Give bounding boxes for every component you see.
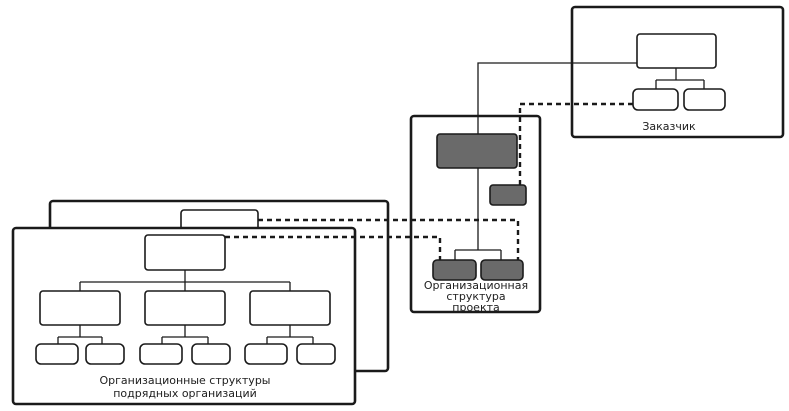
customer-child-node xyxy=(632,88,679,111)
contractor-mid-node xyxy=(249,290,331,326)
contractor-leaf-node xyxy=(244,343,288,365)
contractor-leaf-node xyxy=(191,343,231,365)
project-label-line-2: структура xyxy=(446,290,505,303)
contractors-label-line-1: Организационные структуры xyxy=(100,374,271,387)
project-child-node xyxy=(480,259,524,281)
contractor-leaf-node xyxy=(35,343,79,365)
contractor-top-node xyxy=(144,234,226,271)
project-top-node xyxy=(436,133,518,169)
contractors-label-line-2: подрядных организаций xyxy=(113,387,257,400)
contractor-leaf-node xyxy=(85,343,125,365)
customer-top-node xyxy=(636,33,717,69)
project-child-node xyxy=(432,259,477,281)
project-side-node xyxy=(489,184,527,206)
customer-child-node xyxy=(683,88,726,111)
project-label-line-1: Организационная xyxy=(424,279,528,292)
contractor-leaf-node xyxy=(296,343,336,365)
contractor-mid-node xyxy=(39,290,121,326)
contractor-mid-node xyxy=(144,290,226,326)
customer-label: Заказчик xyxy=(642,120,696,133)
customer-frame xyxy=(570,5,785,139)
project-label-line-3: проекта xyxy=(452,301,499,314)
customer-project-dashed-link xyxy=(518,102,633,185)
customer-project-solid-link xyxy=(477,62,637,134)
contractor-leaf-node xyxy=(139,343,183,365)
